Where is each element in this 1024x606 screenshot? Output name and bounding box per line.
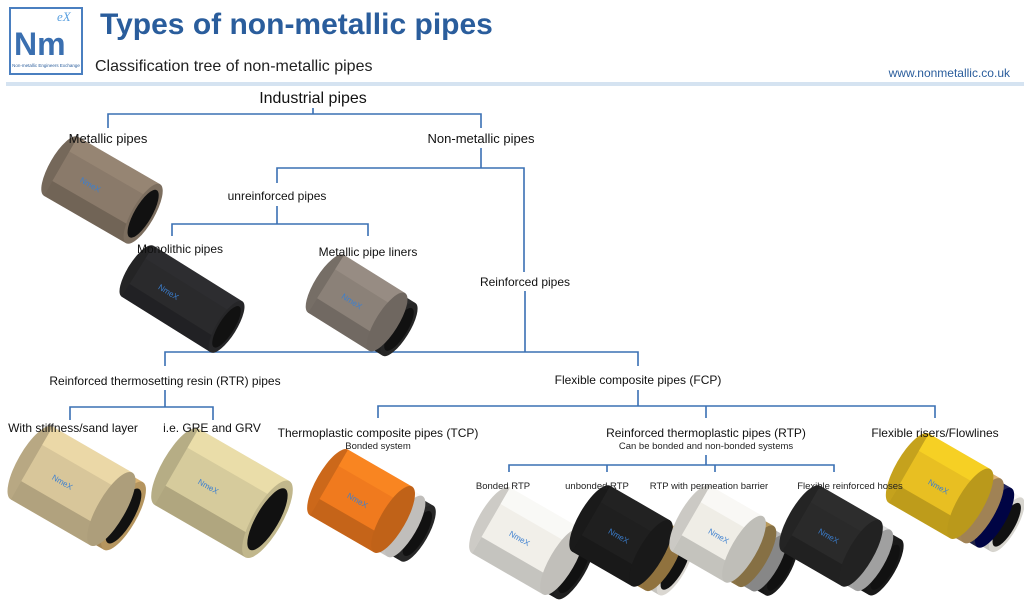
nmex-logo: Nm eX Non-metallic Engineers Exchange	[9, 7, 83, 75]
tcp-note: Bonded system	[345, 441, 411, 452]
connector-line	[377, 390, 936, 418]
node-industrial-pipes: Industrial pipes	[259, 90, 367, 107]
node-rtr-pipes: Reinforced thermosetting resin (RTR) pip…	[49, 374, 281, 388]
node-unreinforced-pipes: unreinforced pipes	[227, 189, 327, 203]
logo-graphic: Nm eX Non-metallic Engineers Exchange	[12, 9, 80, 68]
connector-line	[107, 108, 482, 128]
node-monolithic-pipes: Monolithic pipes	[136, 242, 224, 256]
riser-pipe: NmeX	[885, 432, 1024, 553]
svg-text:Nm: Nm	[14, 26, 66, 62]
svg-text:Non-metallic Engineers Exchang: Non-metallic Engineers Exchange	[12, 63, 80, 68]
node-flexible-risers: Flexible risers/Flowlines	[871, 426, 999, 440]
tree-connectors	[69, 108, 936, 472]
tcp-pipe: NmeX	[307, 448, 436, 562]
connector-line	[276, 148, 525, 272]
connector-line	[69, 390, 214, 420]
connector-line	[508, 455, 835, 472]
svg-text:eX: eX	[57, 9, 72, 24]
page-title: Types of non-metallic pipes	[100, 8, 493, 41]
node-tcp: Thermoplastic composite pipes (TCP)	[277, 426, 479, 440]
node-unbonded-rtp: unbonded RTP	[565, 481, 629, 492]
node-rtp-permeation-barrier: RTP with permeation barrier	[649, 481, 769, 492]
metallic-pipe: NmeX	[41, 136, 163, 244]
node-metallic-pipes: Metallic pipes	[68, 131, 148, 146]
page-subtitle: Classification tree of non-metallic pipe…	[95, 58, 373, 75]
node-flexible-reinforced-hoses: Flexible reinforced hoses	[797, 481, 903, 492]
node-gre-grv: i.e. GRE and GRV	[163, 421, 261, 435]
node-reinforced-pipes: Reinforced pipes	[479, 275, 571, 289]
permeation-rtp-pipe: NmeX	[669, 485, 798, 596]
website-link[interactable]: www.nonmetallic.co.uk	[888, 66, 1010, 80]
bonded-rtp-pipe: NmeX	[469, 486, 595, 600]
liner-pipe: NmeX	[305, 254, 418, 357]
stiffness-pipe: NmeX	[7, 425, 146, 551]
header-divider	[6, 82, 1024, 86]
monolithic-pipe: NmeX	[119, 245, 245, 353]
connector-line	[164, 291, 639, 366]
node-fcp-pipes: Flexible composite pipes (FCP)	[554, 373, 722, 387]
node-stiffness-sand-layer: With stiffness/sand layer	[8, 421, 138, 435]
node-rtp: Reinforced thermoplastic pipes (RTP)	[606, 426, 806, 440]
node-bonded-rtp: Bonded RTP	[475, 481, 531, 492]
rtp-note: Can be bonded and non-bonded systems	[618, 441, 794, 452]
node-non-metallic-pipes: Non-metallic pipes	[427, 131, 535, 146]
connector-line	[171, 206, 369, 236]
node-metallic-pipe-liners: Metallic pipe liners	[318, 245, 418, 259]
hose-pipe: NmeX	[779, 485, 904, 596]
gre-pipe: NmeX	[151, 427, 293, 559]
